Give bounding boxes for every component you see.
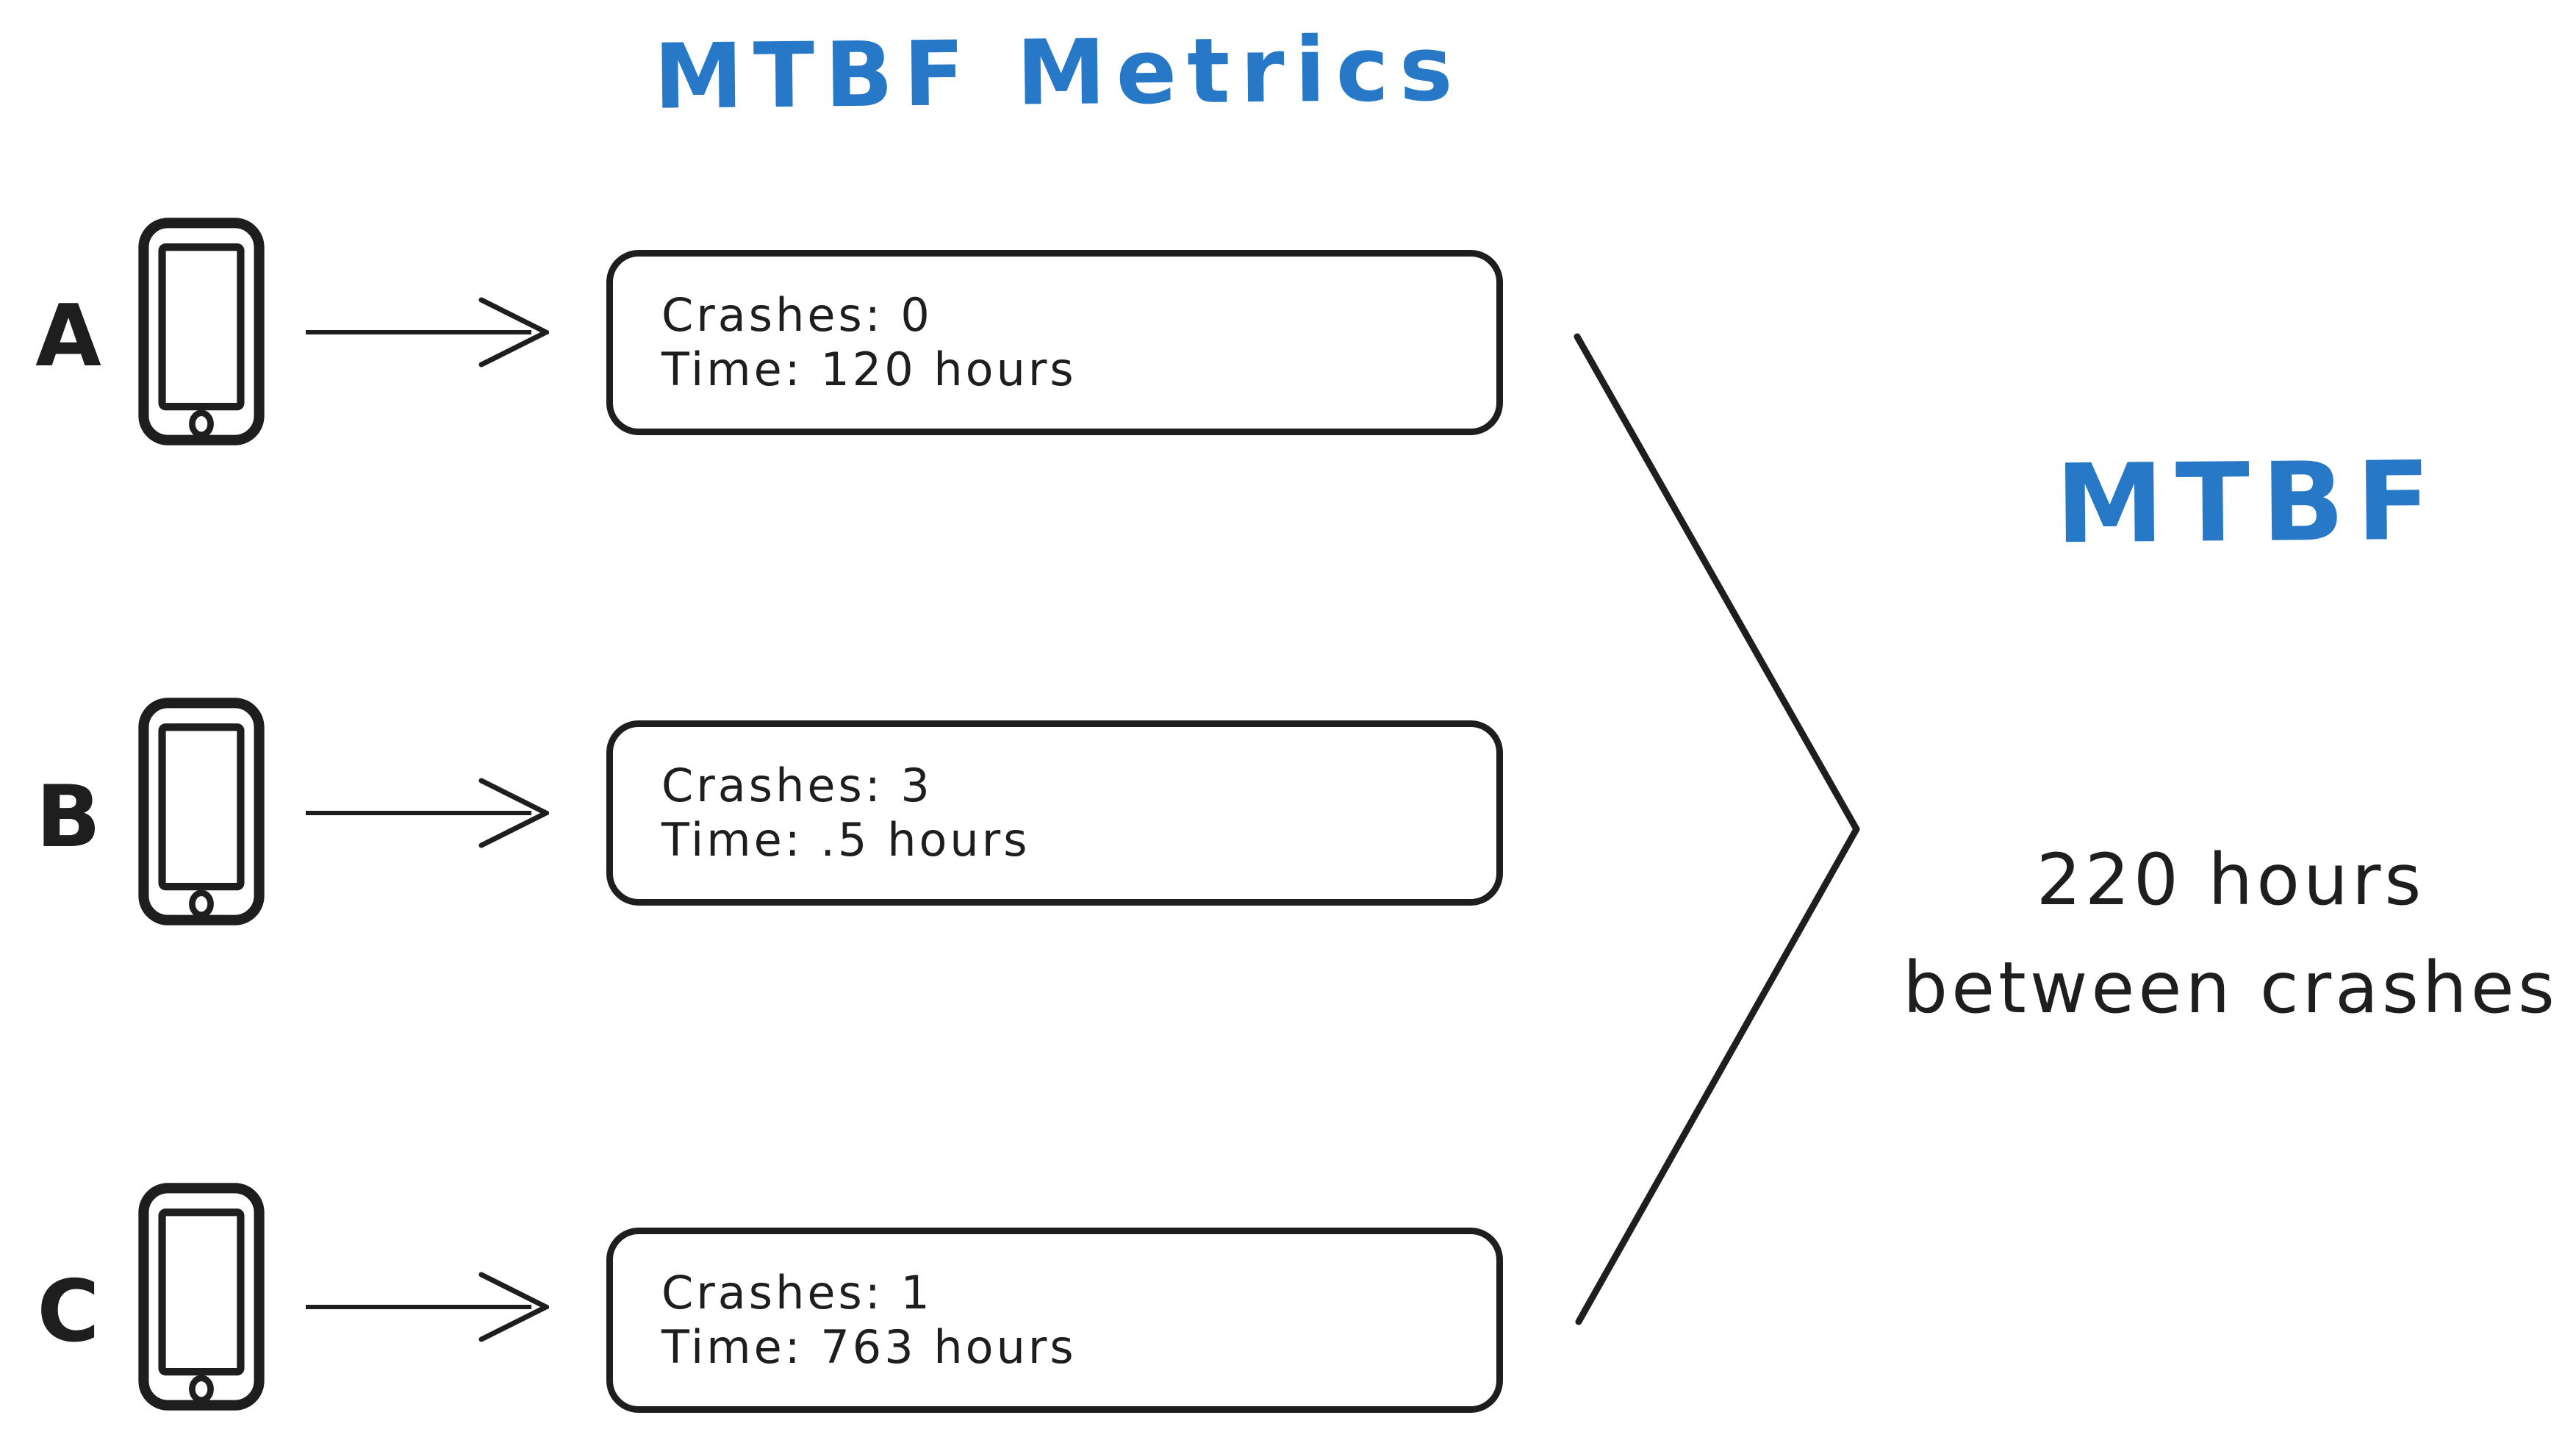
smartphone-icon xyxy=(137,1180,266,1414)
crashes-value: Crashes: 3 xyxy=(661,758,933,812)
arrow-right-icon xyxy=(304,288,549,376)
arrow-right-icon xyxy=(304,1263,549,1351)
result-value: 220 hours between crashes xyxy=(1852,826,2576,1042)
time-value: Time: .5 hours xyxy=(661,813,1030,867)
time-value: Time: 763 hours xyxy=(661,1320,1077,1374)
crashes-value: Crashes: 1 xyxy=(661,1265,933,1319)
result-value-line2: between crashes xyxy=(1903,946,2558,1029)
result-value-line1: 220 hours xyxy=(2036,839,2425,921)
page-title: MTBF Metrics xyxy=(653,16,1464,129)
device-b-label: B xyxy=(35,767,101,867)
smartphone-icon xyxy=(137,215,266,448)
result-heading: MTBF xyxy=(2055,437,2443,568)
metric-box-c: Crashes: 1 Time: 763 hours xyxy=(606,1228,1503,1413)
smartphone-icon xyxy=(137,695,266,928)
metric-box-a: Crashes: 0 Time: 120 hours xyxy=(606,250,1503,435)
time-value: Time: 120 hours xyxy=(661,343,1077,396)
chevron-right-icon xyxy=(1570,331,1864,1328)
metric-box-b: Crashes: 3 Time: .5 hours xyxy=(606,720,1503,906)
crashes-value: Crashes: 0 xyxy=(661,287,933,342)
device-c-label: C xyxy=(37,1261,100,1361)
device-a-label: A xyxy=(35,286,101,386)
arrow-right-icon xyxy=(304,769,549,857)
